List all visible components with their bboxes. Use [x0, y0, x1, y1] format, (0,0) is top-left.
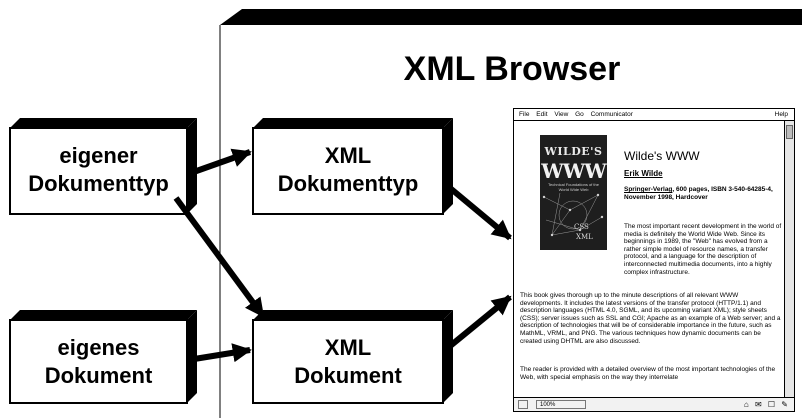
arrow-xml-doctype-to-browser: [442, 180, 512, 241]
browser-menu-bar: File Edit View Go Communicator Help: [514, 109, 794, 121]
browser-window-screenshot: File Edit View Go Communicator Help: [513, 108, 795, 412]
arrow-own-doctype-to-xml-doctype: [186, 148, 252, 177]
box-own-doc: eigenes Dokument: [9, 310, 197, 404]
arrow-own-doc-to-xml-doc: [187, 343, 252, 363]
vertical-scrollbar[interactable]: [784, 121, 794, 397]
component-bar-icons[interactable]: ⌂ ✉ ☐ ✎: [743, 400, 790, 409]
scrollbar-thumb[interactable]: [786, 125, 793, 139]
box-xml-doc-line2: Dokument: [294, 363, 402, 388]
box-xml-doctype-line2: Dokumenttyp: [278, 171, 419, 196]
book-cover-image: WILDE'S WWW Technical Foundations of the…: [540, 135, 607, 250]
box-own-doc-line1: eigenes: [58, 335, 140, 360]
book-author-link[interactable]: Erik Wilde: [624, 169, 663, 178]
cover-css: CSS: [574, 223, 589, 231]
menu-communicator[interactable]: Communicator: [590, 111, 633, 118]
publication-details-text: , 600 pages, ISBN 3-540-64285-4, Novembe…: [624, 186, 773, 201]
description-paragraph-3: The reader is provided with a detailed o…: [520, 366, 776, 381]
box-own-doctype-line1: eigener: [59, 143, 138, 168]
arrow-xml-doc-to-browser: [442, 294, 512, 354]
box-own-doctype: eigener Dokumenttyp: [9, 118, 197, 215]
cover-subtitle: Technical Foundations of the World Wide …: [548, 182, 599, 192]
description-paragraph-1: The most important recent development in…: [624, 223, 782, 276]
security-lock-icon[interactable]: [518, 400, 528, 409]
cover-title: WILDE'S: [544, 145, 603, 158]
browser-frame-top-edge: [220, 9, 802, 25]
box-xml-doctype-line1: XML: [325, 143, 371, 168]
browser-status-bar: 100% ⌂ ✉ ☐ ✎: [514, 397, 794, 411]
menu-view[interactable]: View: [554, 111, 569, 118]
cover-www: WWW: [541, 159, 606, 183]
box-own-doctype-line2: Dokumenttyp: [28, 171, 169, 196]
cover-xml: XML: [576, 233, 593, 241]
menu-go[interactable]: Go: [575, 111, 584, 118]
menu-help[interactable]: Help: [774, 111, 788, 118]
box-xml-doc-line1: XML: [325, 335, 371, 360]
browser-page-content: WILDE'S WWW Technical Foundations of the…: [514, 121, 784, 397]
arrow-own-doctype-to-xml-doc: [173, 196, 266, 318]
box-xml-doc: XML Dokument: [252, 310, 453, 404]
publisher-link[interactable]: Springer-Verlag: [624, 186, 673, 193]
menu-edit[interactable]: Edit: [536, 111, 548, 118]
load-progress-indicator: 100%: [536, 400, 586, 409]
box-xml-doctype: XML Dokumenttyp: [252, 118, 453, 215]
diagram-title: XML Browser: [404, 50, 621, 88]
book-publication-details: Springer-Verlag, 600 pages, ISBN 3-540-6…: [624, 186, 774, 202]
book-title: Wilde's WWW: [624, 149, 700, 163]
menu-file[interactable]: File: [519, 111, 530, 118]
box-own-doc-line2: Dokument: [45, 363, 153, 388]
description-paragraph-2: This book gives thorough up to the minut…: [520, 292, 781, 345]
book-cover-network-graphic: [542, 192, 604, 237]
